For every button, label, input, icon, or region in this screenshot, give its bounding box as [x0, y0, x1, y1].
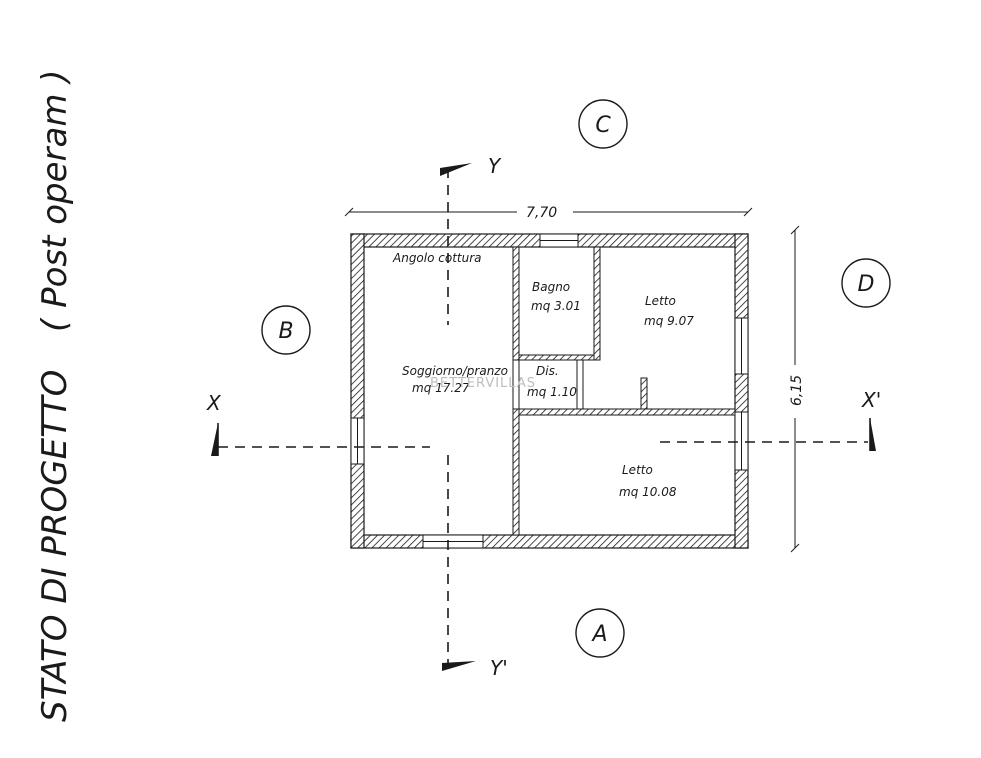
partition-stub: [640, 377, 648, 410]
elevation-c-label: C: [595, 113, 611, 138]
room-area-soggiorno: mq 17.27: [412, 381, 470, 395]
room-area-letto-south: mq 10.08: [619, 485, 677, 499]
section-arrow-x-start: [211, 423, 219, 456]
elevation-c-circle: [578, 99, 628, 149]
wall-east: [734, 233, 749, 549]
room-name-soggiorno: Soggiorno/pranzo: [402, 364, 508, 378]
section-arrow-y-start: [440, 163, 472, 176]
elevation-a-label: A: [590, 622, 607, 647]
section-arrow-y-end: [442, 661, 476, 671]
section-x-end-label: X': [861, 388, 881, 412]
window-south-soggiorno: [422, 534, 484, 549]
windows: [350, 233, 749, 549]
title-sub: ( Post operam ): [35, 69, 75, 332]
dimension-width: [344, 207, 753, 217]
room-name-disimpegno: Dis.: [536, 364, 559, 378]
room-name-letto-south: Letto: [622, 463, 653, 477]
dimension-width-label: 7,70: [526, 205, 557, 221]
elevation-markers: [261, 99, 891, 658]
window-east-letto-north: [734, 317, 749, 375]
wall-west: [350, 233, 365, 549]
room-area-letto-north: mq 9.07: [644, 314, 694, 328]
title-main: STATO DI PROGETTO: [35, 370, 75, 722]
window-west-soggiorno: [350, 417, 365, 465]
room-name-angolo-cottura: Angolo cottura: [392, 251, 482, 265]
dimension-depth-label: 6,15: [789, 375, 805, 406]
partition-bagno-letto: [593, 246, 601, 361]
drawing-title: STATO DI PROGETTO ( Post operam ): [35, 69, 75, 722]
elevation-labels: A B C D: [278, 113, 874, 647]
window-east-letto-south: [734, 411, 749, 471]
door-dis-east: [576, 359, 584, 410]
section-y-start-label: Y: [488, 154, 502, 178]
room-area-disimpegno: mq 1.10: [527, 385, 577, 399]
partition-letto-south: [518, 408, 736, 416]
room-labels: Angolo cottura Bagno mq 3.01 Letto mq 9.…: [392, 251, 694, 499]
wall-south: [350, 534, 749, 549]
door-dis-west: [512, 359, 520, 410]
door-openings: [512, 359, 584, 410]
elevation-d-label: D: [858, 272, 875, 297]
section-y-end-label: Y': [490, 656, 508, 680]
room-name-bagno: Bagno: [532, 280, 570, 294]
partition-bagno-bottom: [518, 354, 600, 361]
elevation-b-label: B: [278, 319, 293, 344]
room-name-letto-north: Letto: [645, 294, 676, 308]
window-north-bagno: [539, 233, 579, 248]
elevation-a-circle: [575, 608, 625, 658]
room-area-bagno: mq 3.01: [531, 299, 581, 313]
dimension-depth: [790, 225, 800, 553]
section-x-start-label: X: [206, 391, 222, 415]
section-line-x: [218, 441, 868, 448]
elevation-b-circle: [261, 305, 311, 355]
elevation-d-circle: [841, 258, 891, 308]
watermark: BETTERVILLAS: [430, 376, 536, 391]
section-arrow-x-end: [869, 418, 876, 451]
